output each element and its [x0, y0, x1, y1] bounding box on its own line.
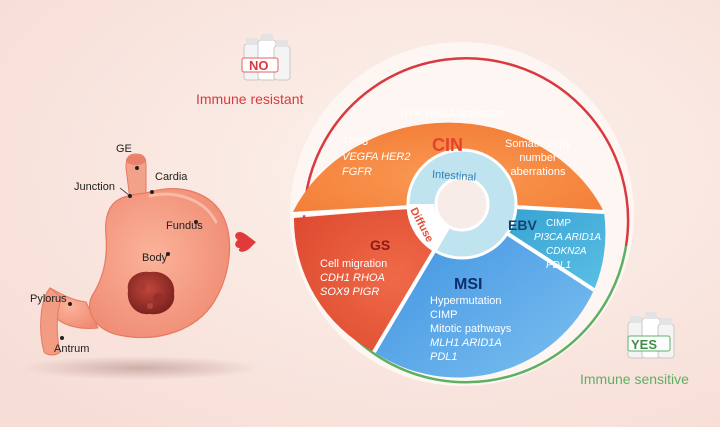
msi-title: MSI — [454, 276, 482, 293]
tumor-texture-3 — [147, 303, 153, 309]
diffuse-sector — [407, 204, 450, 252]
cin-gene-1: TP53 — [342, 136, 369, 148]
subtype-wheel: Intestinal Diffuse RTK-RASA activation C… — [290, 42, 634, 386]
junction-leader — [119, 187, 131, 197]
cin-feature-2: number — [519, 152, 557, 164]
gs-feature: Cell migration — [320, 258, 387, 270]
msi-feature-3: Mitotic pathways — [430, 323, 512, 335]
immune-sensitive-label: Immune sensitive — [580, 371, 689, 387]
stomach-shadow — [20, 356, 260, 380]
cin-feature-3: aberrations — [510, 166, 566, 178]
no-icon-text: NO — [249, 58, 269, 73]
cin-top-feature: RTK-RASA activation — [400, 108, 504, 120]
intestinal-label: Intestinal — [432, 169, 477, 184]
body-point — [166, 252, 170, 256]
label-pylorus: Pylorus — [30, 293, 67, 305]
cardia-point — [150, 190, 154, 194]
pylorus-point — [68, 302, 72, 306]
inner-hole — [434, 176, 490, 232]
gs-gene-1: CDH1 RHOA — [320, 272, 385, 284]
label-cardia: Cardia — [155, 171, 188, 183]
label-body: Body — [142, 252, 168, 264]
cin-feature-1: Somatic copy — [505, 138, 572, 150]
heart-arrow-icon — [235, 232, 256, 252]
tumor-texture-1 — [138, 282, 146, 290]
esophagus-opening — [126, 155, 146, 165]
ebv-feature: CIMP — [546, 218, 571, 229]
stomach-highlight — [148, 192, 218, 224]
label-fundus: Fundus — [166, 220, 203, 232]
label-antrum: Antrum — [54, 343, 89, 355]
msi-segment — [374, 204, 594, 378]
immune-resistant-label: Immune resistant — [196, 91, 303, 107]
msi-gene-2: PDL1 — [430, 351, 458, 363]
gs-segment — [293, 204, 462, 352]
immune-resistant-badge: NO Immune resistant — [196, 34, 303, 107]
stomach-illustration: GE Cardia Junction Fundus Body Pylorus A… — [20, 143, 260, 380]
gs-title: GS — [370, 237, 390, 253]
stomach-body — [88, 188, 231, 339]
antrum-tube — [40, 287, 63, 356]
msi-feature-1: Hypermutation — [430, 295, 502, 307]
ebv-title: EBV — [508, 217, 537, 233]
label-ge: GE — [116, 143, 132, 155]
ge-point — [135, 166, 139, 170]
cin-gene-3: FGFR — [342, 166, 372, 178]
vials-yes-icon — [627, 312, 675, 359]
ebv-gene-1: PI3CA ARID1A — [534, 232, 601, 243]
msi-gene-1: MLH1 ARID1A — [430, 337, 502, 349]
tumor-texture-2 — [153, 293, 163, 303]
gs-gene-2: SOX9 PIGR — [320, 286, 379, 298]
cin-gene-2: VEGFA HER2 — [342, 151, 410, 163]
ebv-gene-2: CDKN2A — [546, 246, 587, 257]
cin-title: CIN — [432, 135, 463, 155]
tumor — [127, 271, 175, 315]
fundus-point — [194, 220, 198, 224]
msi-feature-2: CIMP — [430, 309, 458, 321]
ebv-gene-3: PDL1 — [546, 260, 571, 271]
vials-no-icon — [241, 34, 291, 81]
immune-sensitive-badge: YES Immune sensitive — [580, 312, 689, 387]
label-junction: Junction — [74, 181, 115, 193]
yes-icon-text: YES — [631, 337, 657, 352]
antrum-point — [60, 336, 64, 340]
